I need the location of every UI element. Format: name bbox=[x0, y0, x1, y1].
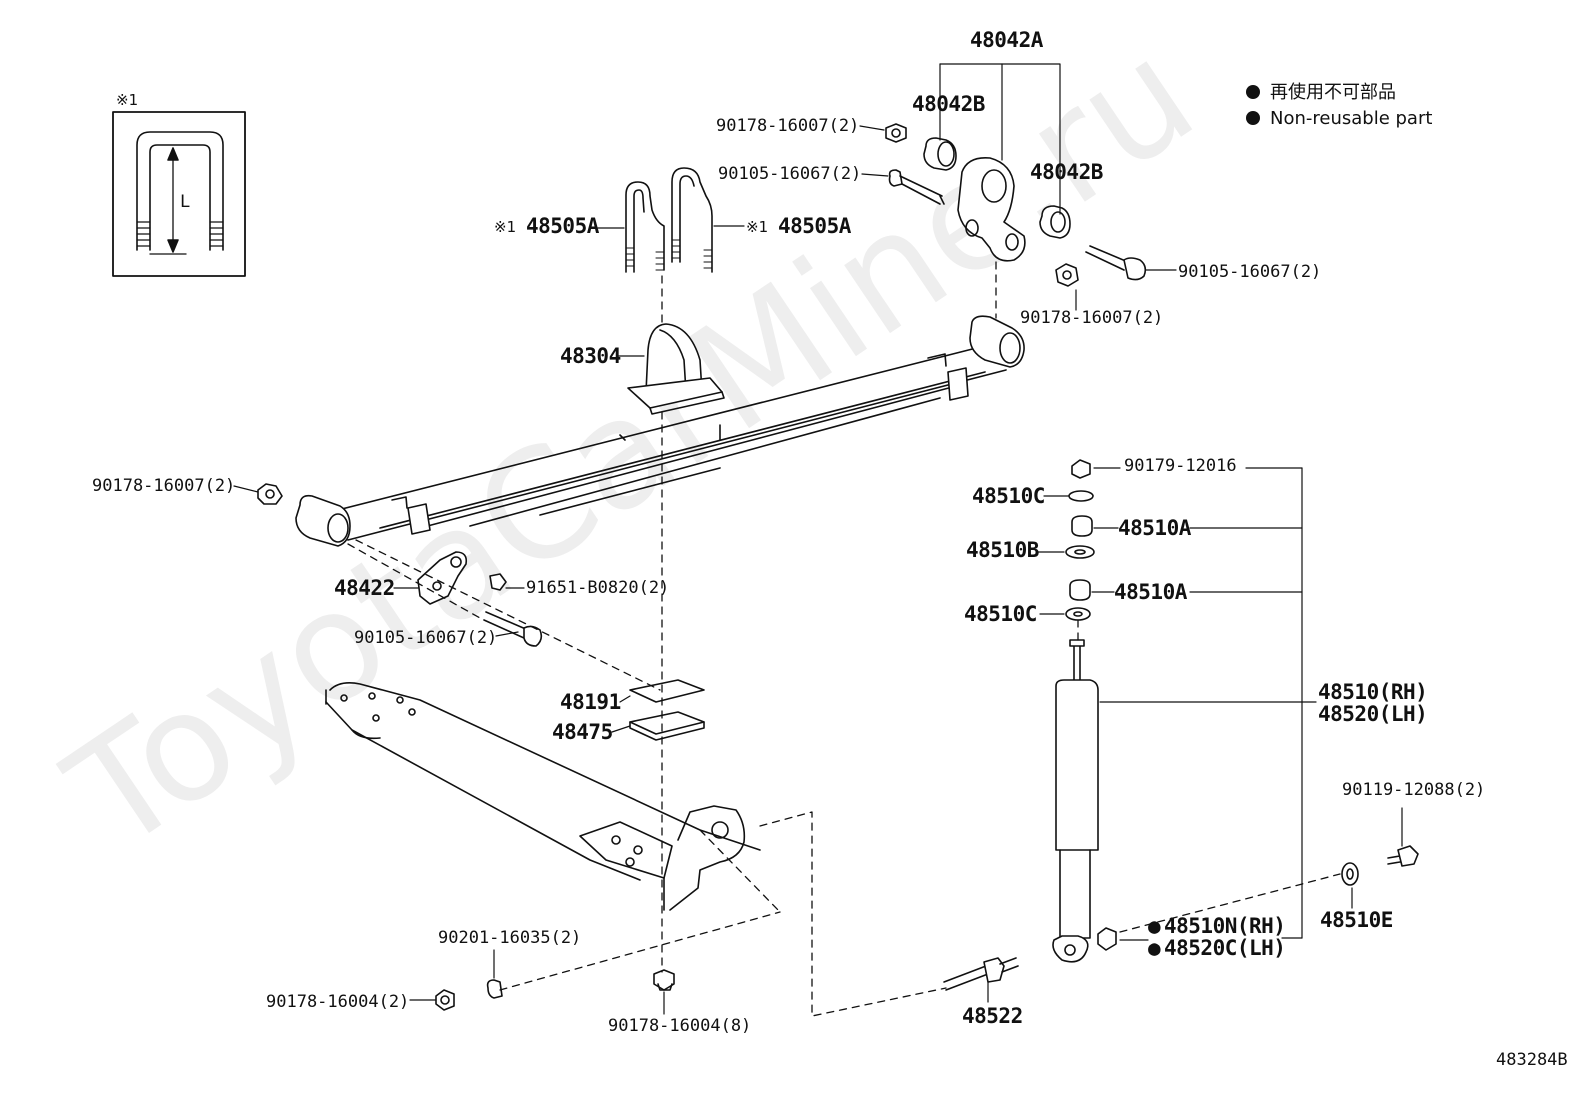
leaf-spring bbox=[295, 315, 1025, 547]
legend-nonreusable-jp: 再使用不可部品 bbox=[1246, 84, 1396, 102]
spring-seat bbox=[627, 323, 725, 415]
inset-u-bolt bbox=[112, 111, 246, 277]
callout-90178-16007-right[interactable]: 90178-16007(2) bbox=[1020, 308, 1164, 328]
callout-48510A-top[interactable]: 48510A bbox=[1118, 516, 1191, 540]
legend-text-en: Non-reusable part bbox=[1270, 108, 1433, 129]
callout-48510A-bottom[interactable]: 48510A bbox=[1114, 580, 1187, 604]
shock-absorber bbox=[943, 459, 1419, 991]
callout-90179-12016[interactable]: 90179-12016 bbox=[1124, 456, 1237, 476]
callout-90105-16067-top[interactable]: 90105-16067(2) bbox=[718, 164, 862, 184]
callout-90201-16035[interactable]: 90201-16035(2) bbox=[438, 928, 582, 948]
callout-48422[interactable]: 48422 bbox=[334, 576, 395, 600]
callout-91651-B0820[interactable]: 91651-B0820(2) bbox=[526, 578, 670, 598]
callout-48522[interactable]: 48522 bbox=[962, 1004, 1023, 1028]
callout-48510N-RH-mark: ● bbox=[1148, 914, 1161, 938]
callout-48510C-top[interactable]: 48510C bbox=[972, 484, 1045, 508]
callout-90178-16004-bottom[interactable]: 90178-16004(8) bbox=[608, 1016, 752, 1036]
axle-housing bbox=[325, 682, 761, 911]
callout-90178-16004-left[interactable]: 90178-16004(2) bbox=[266, 992, 410, 1012]
bottom-hardware bbox=[435, 969, 675, 1011]
callout-48510C-bottom[interactable]: 48510C bbox=[964, 602, 1037, 626]
filled-circle-icon bbox=[1246, 85, 1260, 99]
callout-48520-LH[interactable]: 48520(LH) bbox=[1318, 702, 1428, 726]
callout-48510B[interactable]: 48510B bbox=[966, 538, 1039, 562]
callout-90105-16067-right[interactable]: 90105-16067(2) bbox=[1178, 262, 1322, 282]
diagram-id: 483284B bbox=[1496, 1050, 1568, 1070]
callout-48042B-left[interactable]: 48042B bbox=[912, 92, 985, 116]
leader-lines bbox=[233, 63, 1403, 1015]
callout-48520C-LH[interactable]: 48520C(LH) bbox=[1164, 936, 1286, 960]
shackle-assembly bbox=[885, 123, 1147, 287]
front-hardware bbox=[257, 483, 543, 647]
callout-48520C-LH-mark: ● bbox=[1148, 936, 1161, 960]
center-lines bbox=[347, 261, 1341, 1017]
callout-48505A-right[interactable]: 48505A bbox=[778, 214, 851, 238]
u-bolts bbox=[625, 167, 713, 273]
inset-dimension-label: L bbox=[180, 192, 191, 212]
callout-48510N-RH[interactable]: 48510N(RH) bbox=[1164, 914, 1286, 938]
callout-48510-RH[interactable]: 48510(RH) bbox=[1318, 680, 1428, 704]
callout-48505A-right-mark: ※1 bbox=[746, 218, 769, 236]
callout-48304[interactable]: 48304 bbox=[560, 344, 621, 368]
inset-mark: ※1 bbox=[116, 91, 139, 109]
callout-48475[interactable]: 48475 bbox=[552, 720, 613, 744]
callout-48042A[interactable]: 48042A bbox=[970, 28, 1043, 52]
legend-nonreusable-en: Non-reusable part bbox=[1246, 110, 1432, 128]
callout-48042B-right[interactable]: 48042B bbox=[1030, 160, 1103, 184]
filled-circle-icon bbox=[1246, 111, 1260, 125]
callout-90119-12088[interactable]: 90119-12088(2) bbox=[1342, 780, 1486, 800]
callout-48505A-left-mark: ※1 bbox=[494, 218, 517, 236]
callout-48505A-left[interactable]: 48505A bbox=[526, 214, 599, 238]
callout-90105-16067-bottom[interactable]: 90105-16067(2) bbox=[354, 628, 498, 648]
callout-48510E[interactable]: 48510E bbox=[1320, 908, 1393, 932]
legend-text-jp: 再使用不可部品 bbox=[1270, 82, 1396, 103]
pads bbox=[629, 679, 705, 741]
callout-90178-16007-top[interactable]: 90178-16007(2) bbox=[716, 116, 860, 136]
callout-90178-16007-left[interactable]: 90178-16007(2) bbox=[92, 476, 236, 496]
callout-48191[interactable]: 48191 bbox=[560, 690, 621, 714]
